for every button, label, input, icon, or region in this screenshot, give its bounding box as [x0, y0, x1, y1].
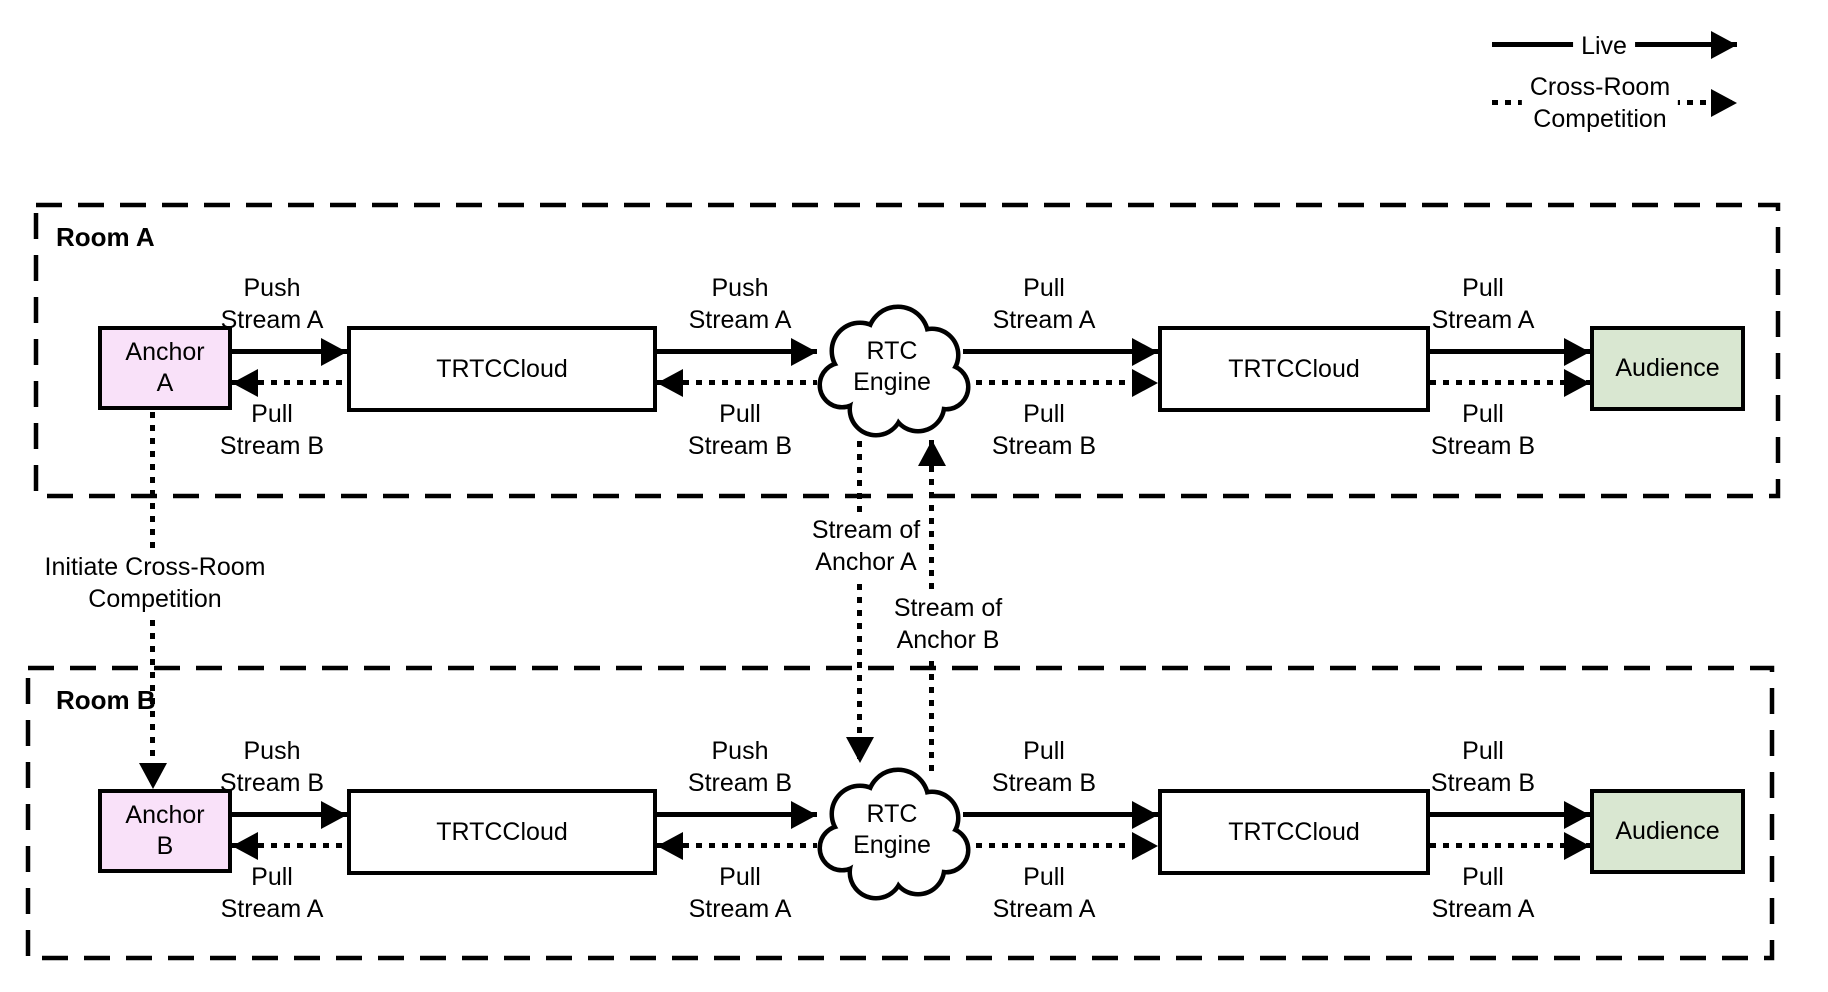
- pull-arrow-trtc-to-anchor: [232, 380, 347, 385]
- rtc-engine-cloud: [817, 767, 971, 901]
- flow-label: Push Stream A: [688, 274, 792, 334]
- flow-label: Push Stream B: [219, 737, 325, 797]
- push-arrow-anchor-to-trtc: [232, 349, 347, 354]
- pull-cross-arrow-trtc-to-audience: [1430, 843, 1590, 848]
- room-b: Room B Anchor B TRTCCloud RTC Engine: [0, 665, 1828, 965]
- rtc-engine-cloud: [817, 304, 971, 438]
- anchor-b-box: Anchor B: [98, 789, 232, 873]
- audience-box: Audience: [1590, 326, 1745, 411]
- room-b-border: [25, 665, 1775, 961]
- pull-cross-arrow-engine-to-trtc-right: [963, 843, 1158, 848]
- audience-box: Audience: [1590, 789, 1745, 874]
- rtc-engine-label: RTC Engine: [853, 800, 931, 859]
- push-arrow-anchor-to-trtc: [232, 812, 347, 817]
- flow-label: Pull Stream B: [1430, 400, 1536, 460]
- flow-label: Pull Stream A: [992, 863, 1096, 923]
- flow-label: Pull Stream A: [992, 274, 1096, 334]
- pull-arrow-engine-to-trtc: [657, 380, 817, 385]
- flow-label: Push Stream A: [220, 274, 324, 334]
- pull-arrow-trtc-to-anchor: [232, 843, 347, 848]
- rtc-engine-label: RTC Engine: [853, 337, 931, 396]
- pull-arrow-engine-to-trtc-right: [963, 812, 1158, 817]
- room-a-border: [33, 202, 1781, 499]
- anchor-a-box: Anchor A: [98, 326, 232, 410]
- flow-label: Pull Stream A: [1431, 863, 1535, 923]
- trtc-cloud-left-box: TRTCCloud: [347, 326, 657, 412]
- flow-label: Pull Stream B: [1430, 737, 1536, 797]
- trtc-cloud-left-box: TRTCCloud: [347, 789, 657, 875]
- legend-live-label: Live: [1573, 29, 1635, 63]
- flow-label: Pull Stream B: [991, 400, 1097, 460]
- pull-cross-arrow-trtc-to-audience: [1430, 380, 1590, 385]
- trtc-cloud-right-box: TRTCCloud: [1158, 326, 1430, 412]
- flow-label: Pull Stream B: [219, 400, 325, 460]
- pull-arrow-trtc-to-audience: [1430, 812, 1590, 817]
- pull-arrow-engine-to-trtc: [657, 843, 817, 848]
- stream-of-anchor-b-label: Stream of Anchor B: [885, 591, 1011, 657]
- flow-label: Pull Stream A: [1431, 274, 1535, 334]
- stream-of-anchor-a-arrow: [857, 441, 862, 763]
- room-a: Room A Anchor A TRTCCloud RTC Engine: [0, 202, 1828, 502]
- room-b-label: Room B: [56, 685, 156, 715]
- pull-cross-arrow-engine-to-trtc-right: [963, 380, 1158, 385]
- flow-label: Pull Stream A: [220, 863, 324, 923]
- pull-arrow-engine-to-trtc-right: [963, 349, 1158, 354]
- room-a-label: Room A: [56, 222, 155, 252]
- flow-label: Push Stream B: [687, 737, 793, 797]
- push-arrow-trtc-to-engine: [657, 349, 817, 354]
- initiate-cross-room-label: Initiate Cross-Room Competition: [36, 550, 274, 616]
- pull-arrow-trtc-to-audience: [1430, 349, 1590, 354]
- flow-label: Pull Stream B: [687, 400, 793, 460]
- legend-cross-room-label: Cross-Room Competition: [1521, 70, 1679, 136]
- flow-label: Pull Stream A: [688, 863, 792, 923]
- stream-of-anchor-a-label: Stream of Anchor A: [803, 513, 929, 579]
- trtc-cloud-right-box: TRTCCloud: [1158, 789, 1430, 875]
- push-arrow-trtc-to-engine: [657, 812, 817, 817]
- flow-label: Pull Stream B: [991, 737, 1097, 797]
